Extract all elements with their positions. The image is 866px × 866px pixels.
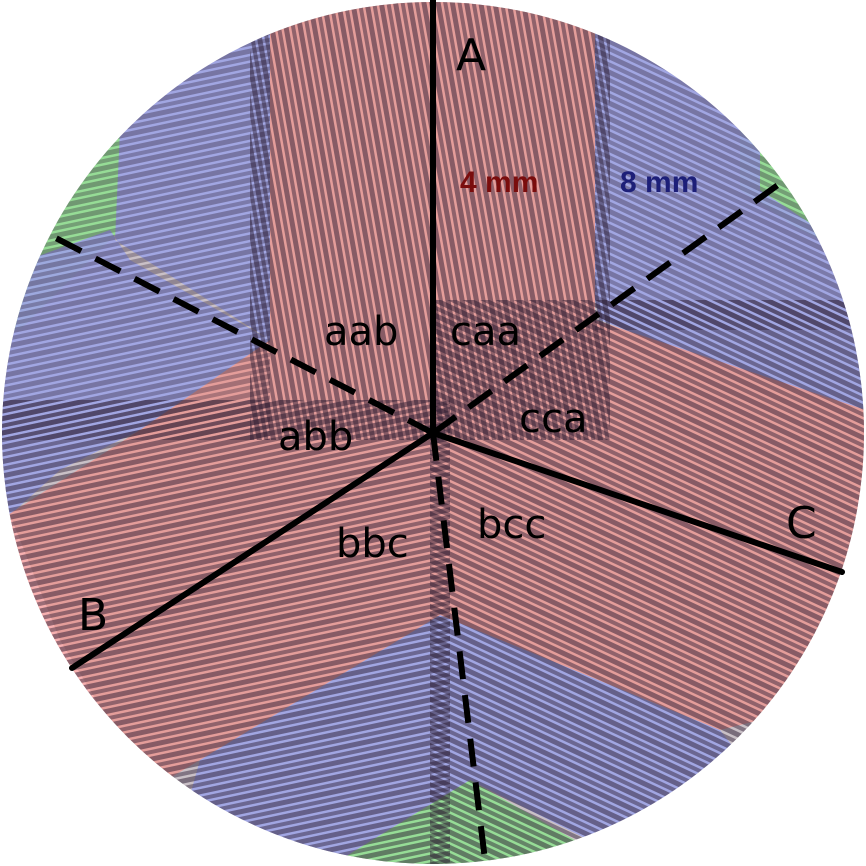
dashed-boundaries <box>48 179 784 861</box>
boundary-ca <box>431 179 784 436</box>
boundary-ab <box>48 232 435 436</box>
sector-label-aab: aab <box>324 309 398 355</box>
ridge-texture-upper-right <box>595 2 864 330</box>
sector-label-bbc: bbc <box>336 521 409 567</box>
distance-label-8mm: 8 mm <box>620 166 698 199</box>
axis-line-c <box>430 430 845 575</box>
axis-label-b: B <box>78 590 108 641</box>
axis-line-b <box>69 430 436 671</box>
sector-label-abb: abb <box>278 414 353 460</box>
ridge-texture-left <box>2 400 450 864</box>
axis-lines <box>69 0 845 671</box>
sector-label-caa: caa <box>450 309 521 355</box>
ridge-texture-right <box>430 300 864 864</box>
sector-label-cca: cca <box>519 396 588 442</box>
axis-label-a: A <box>456 30 486 81</box>
distance-label-4mm: 4 mm <box>460 166 538 199</box>
sector-label-bcc: bcc <box>477 502 546 548</box>
boundary-bc <box>430 432 488 861</box>
ridge-texture-upper-left <box>2 2 270 440</box>
axis-label-c: C <box>786 498 817 549</box>
